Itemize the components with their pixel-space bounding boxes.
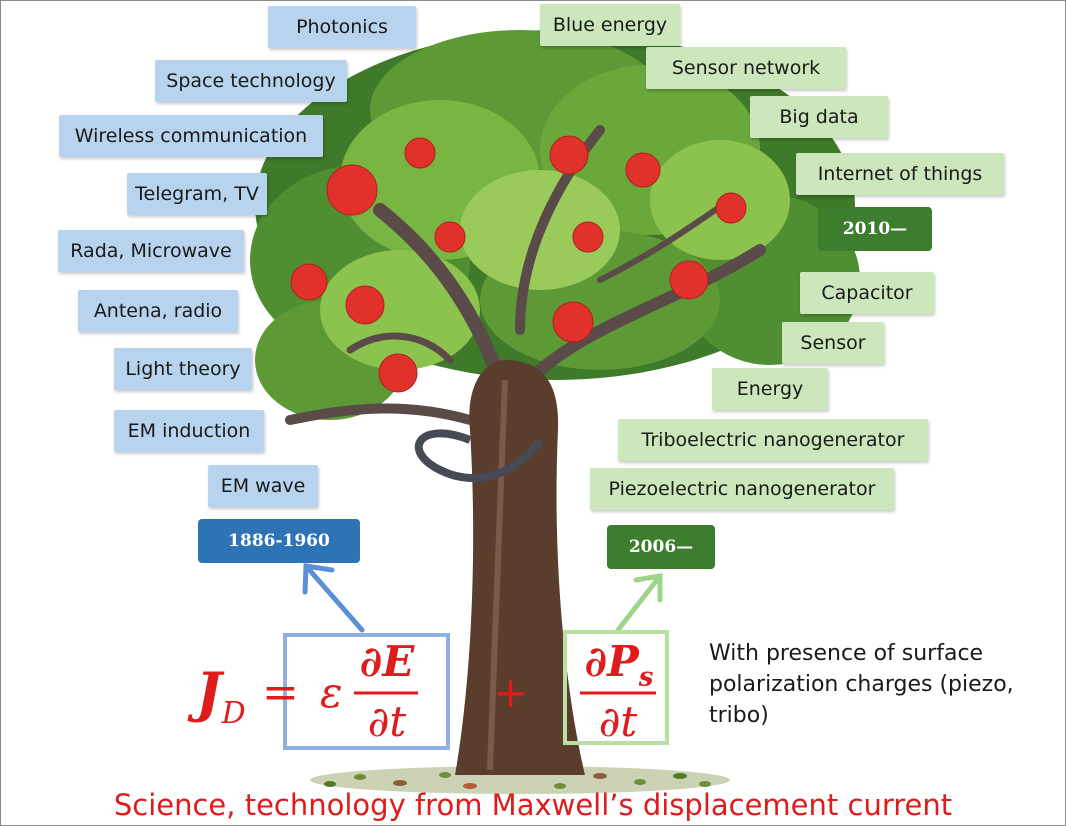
label-em-wave: EM wave [208,465,318,507]
right-arrow [615,573,663,633]
equation-term1-denominator: ∂t [367,697,407,746]
label-capacitor: Capacitor [800,272,934,314]
polarization-note: With presence of surface polarization ch… [709,641,1014,728]
equation-plus: + [493,668,529,717]
label-big-data: Big data [750,96,888,138]
vine-spiral [414,429,544,482]
polarization-term-box [563,630,669,745]
year-badge-1886-1960: 1886-1960 [198,519,360,563]
equation-term1-numerator: ∂E [359,637,415,686]
displacement-term-box [283,633,450,750]
label-photonics: Photonics [268,6,416,48]
label-light-theory: Light theory [114,348,252,390]
equation-lhs: JD [196,660,246,731]
label-sensor: Sensor [782,322,884,364]
equation-equals: = [262,667,299,718]
ground-leaves [310,766,730,794]
label-wireless-communication: Wireless communication [59,115,323,157]
year-badge-2010: 2010— [818,207,932,251]
label-piezoelectric-nanogenerator: Piezoelectric nanogenerator [590,468,894,510]
label-triboelectric-nanogenerator: Triboelectric nanogenerator [618,419,928,461]
tree-canopy [250,30,860,420]
equation-term2-denominator: ∂t [598,697,638,746]
label-antena-radio: Antena, radio [78,290,238,332]
label-blue-energy: Blue energy [540,4,680,46]
trunk-highlight [487,379,508,771]
tree-trunk [455,360,585,775]
label-internet-of-things: Internet of things [796,153,1004,195]
label-em-induction: EM induction [114,410,264,452]
label-rada-microwave: Rada, Microwave [58,230,244,272]
label-sensor-network: Sensor network [646,47,846,89]
equation-epsilon: ε [320,668,343,717]
year-badge-2006: 2006— [607,525,715,569]
caption: Science, technology from Maxwell’s displ… [113,788,953,822]
label-energy: Energy [712,368,828,410]
equation-term2-numerator: ∂Ps [584,637,654,693]
apples [290,135,747,393]
label-space-technology: Space technology [155,60,347,102]
label-telegram-tv: Telegram, TV [127,173,267,215]
left-arrow [302,563,365,633]
